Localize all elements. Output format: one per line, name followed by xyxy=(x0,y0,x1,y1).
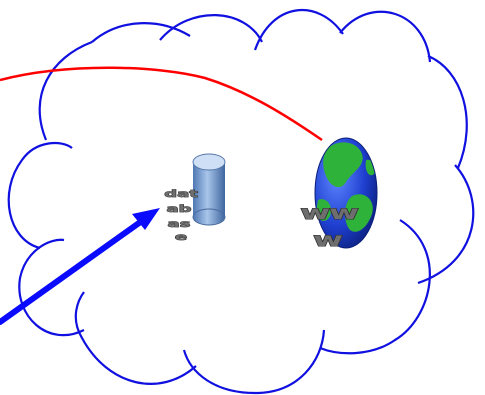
www-label-line: ww xyxy=(300,203,358,224)
database-label-line: as xyxy=(168,219,191,230)
database-cylinder-icon xyxy=(192,153,226,226)
database-label-line: dat xyxy=(164,189,198,200)
globe-icon xyxy=(314,137,378,249)
cloud-shape xyxy=(7,9,475,395)
database-label: dat ab as e xyxy=(164,188,199,243)
database-label-line: e xyxy=(175,232,187,243)
red-connection-line xyxy=(0,66,323,142)
www-label-line: w xyxy=(313,230,343,251)
www-label: ww w xyxy=(300,202,361,251)
arrow-head xyxy=(132,208,160,230)
database-label-line: ab xyxy=(166,204,191,215)
blue-connection-arrow xyxy=(0,208,160,325)
